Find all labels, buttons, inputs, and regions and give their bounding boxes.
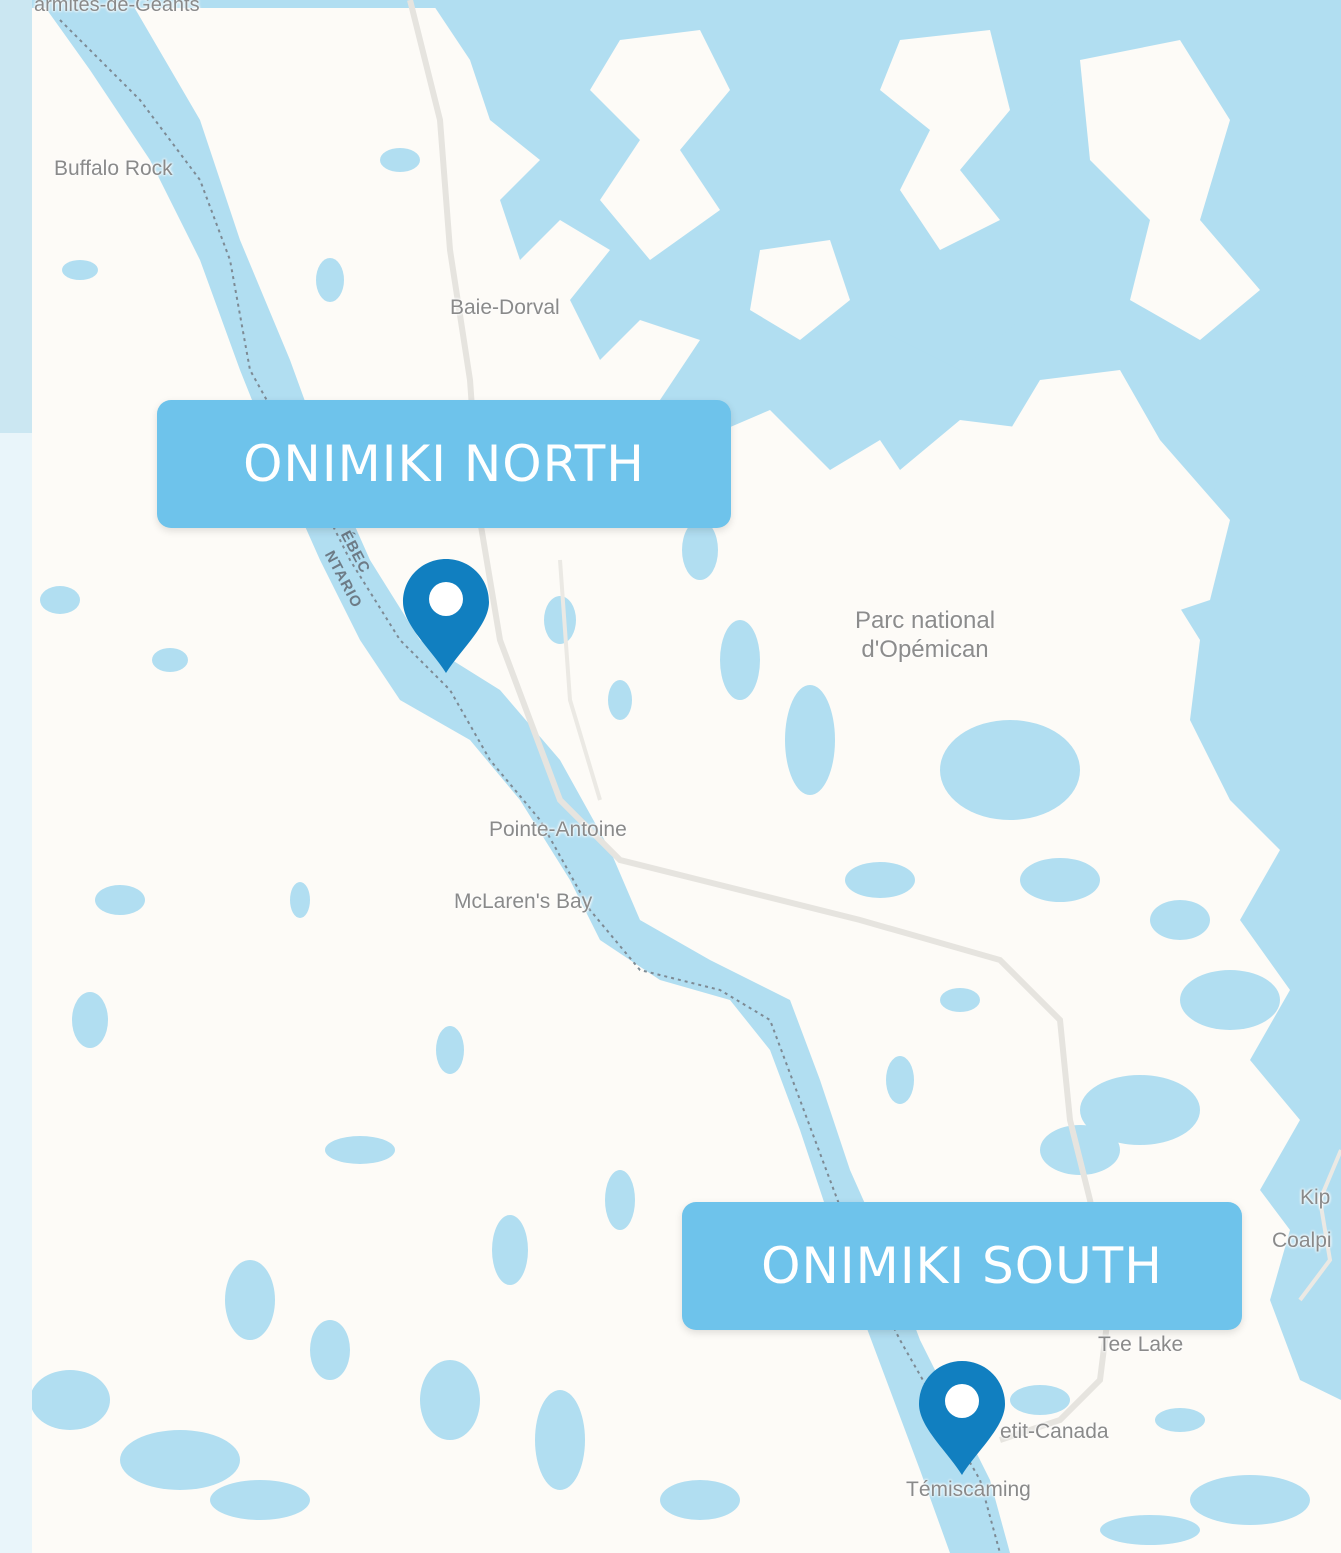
river-ottawa <box>40 0 1010 1553</box>
place-label-temiscaming: Témiscaming <box>906 1478 1031 1501</box>
place-label-top-left: armites-de-Geants <box>34 0 200 16</box>
place-label-mclarens-bay: McLaren's Bay <box>454 890 593 913</box>
road-secondary <box>558 559 602 801</box>
park-label-line1: Parc national <box>854 607 996 634</box>
place-label-buffalo-rock: Buffalo Rock <box>54 157 173 180</box>
place-label-coalpit: Coalpi <box>1272 1229 1332 1252</box>
place-label-tee-lake: Tee Lake <box>1098 1333 1184 1356</box>
site-label-onimiki-north[interactable]: ONIMIKI NORTH <box>157 400 731 528</box>
road-east <box>1298 1149 1341 1302</box>
map-pin-icon[interactable] <box>401 557 491 675</box>
park-label-line2: d'Opémican <box>861 636 989 663</box>
site-label-text: ONIMIKI NORTH <box>243 435 645 493</box>
lake-northeast <box>430 0 1341 1400</box>
site-label-onimiki-south[interactable]: ONIMIKI SOUTH <box>682 1202 1242 1330</box>
side-panel <box>0 0 32 433</box>
land-island-2 <box>880 30 1010 250</box>
land-island-5 <box>750 240 850 340</box>
map-pin-icon[interactable] <box>917 1359 1007 1477</box>
park-label-opemican: Parc national d'Opémican <box>820 606 1030 664</box>
small-lakes <box>30 148 1310 1545</box>
land-island-3 <box>1080 40 1260 340</box>
lake-east <box>1180 360 1341 820</box>
land-island-4 <box>1010 370 1230 620</box>
site-label-text: ONIMIKI SOUTH <box>761 1237 1163 1295</box>
place-label-baie-dorval: Baie-Dorval <box>450 296 560 319</box>
place-label-pointe-antoine: Pointe-Antoine <box>489 818 627 841</box>
place-label-kipa: Kip <box>1300 1186 1331 1209</box>
place-label-petit-canada: etit-Canada <box>1000 1420 1109 1443</box>
land-island-1 <box>590 30 730 260</box>
